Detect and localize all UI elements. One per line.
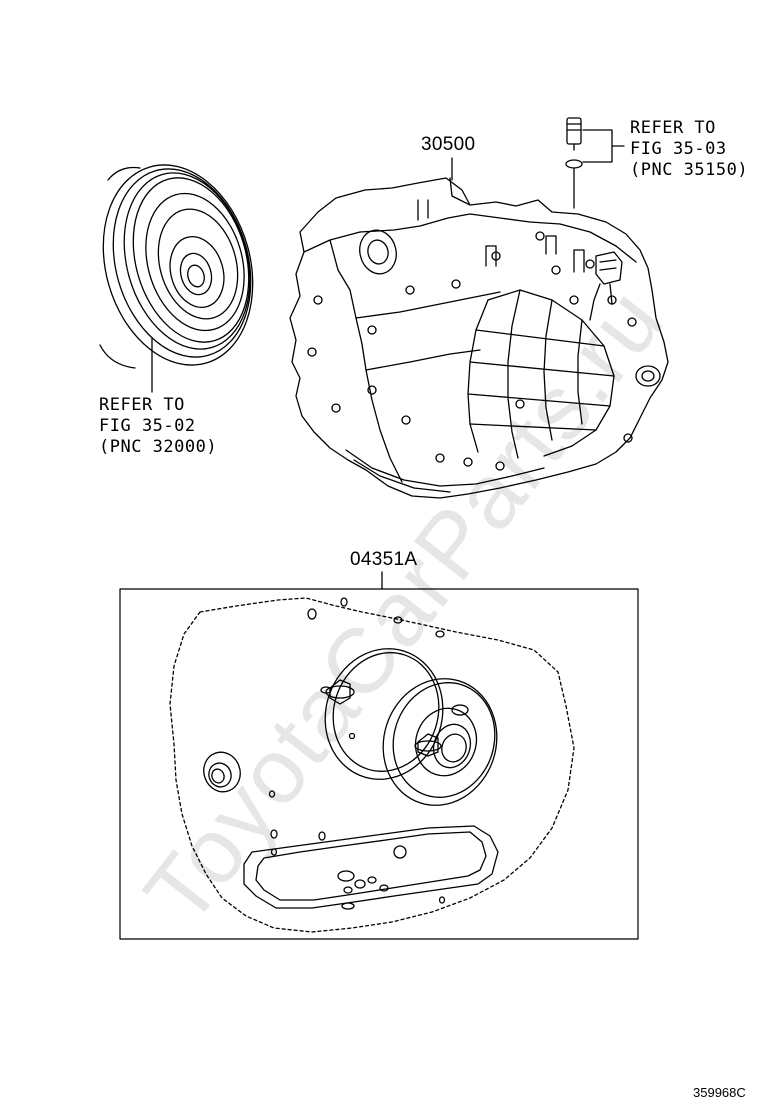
sensor-ref-line-3: (PNC 35150): [630, 160, 749, 180]
sensor-ref-line-2: FIG 35-03: [630, 139, 727, 159]
torque-converter-icon: [99, 164, 254, 369]
speed-sensor-icon: [566, 117, 582, 151]
sensor-ref-line-1: REFER TO: [630, 118, 716, 138]
converter-ref-line-1: REFER TO: [99, 395, 185, 415]
transaxle-part-number[interactable]: 30500: [421, 134, 476, 155]
converter-reference[interactable]: REFER TO FIG 35-02 (PNC 32000): [99, 395, 217, 458]
gasket-kit-contents-icon: [169, 597, 575, 933]
gasket-kit-frame: [119, 588, 639, 940]
converter-ref-line-2: FIG 35-02: [99, 416, 196, 436]
transaxle-assembly-icon: [289, 177, 669, 499]
sensor-reference[interactable]: REFER TO FIG 35-03 (PNC 35150): [630, 118, 748, 181]
o-ring-icon: [565, 159, 583, 209]
converter-ref-line-3: (PNC 32000): [99, 437, 218, 457]
sensor-ref-bracket: [582, 129, 625, 163]
gasket-kit-part-number[interactable]: 04351A: [350, 549, 418, 570]
figure-id: 359968C: [693, 1085, 746, 1100]
